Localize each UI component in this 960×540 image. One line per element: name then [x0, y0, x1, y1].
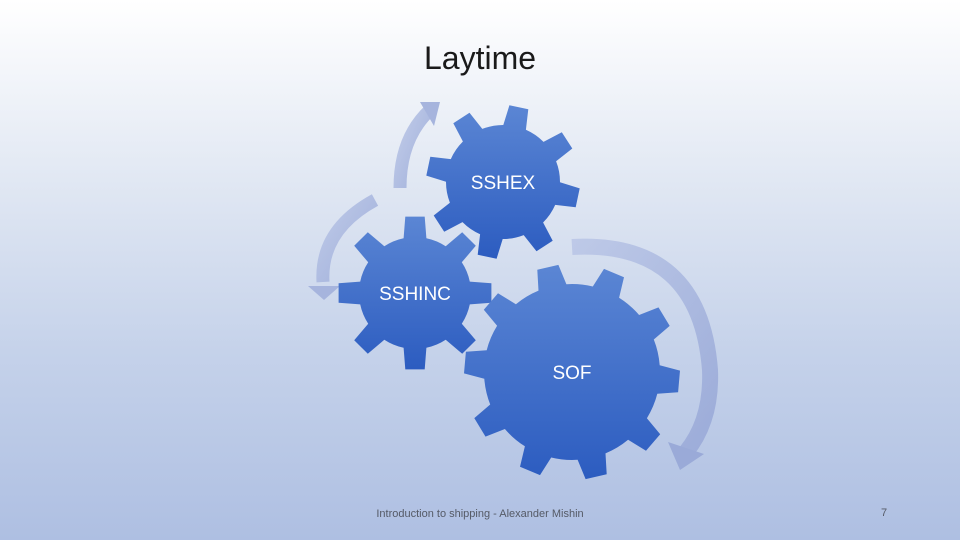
curved-arrow-icon — [393, 105, 435, 189]
arrow-head-icon — [420, 102, 440, 126]
gear-label-sshinc: SSHINC — [379, 284, 451, 305]
gear-layer — [338, 105, 680, 480]
gear-label-sof: SOF — [552, 363, 591, 384]
curved-arrow-icon — [316, 194, 379, 283]
arrow-head-icon — [668, 442, 704, 470]
gear-sshinc-icon — [338, 216, 492, 370]
curved-arrow-icon — [571, 238, 719, 458]
gear-sof-icon — [464, 264, 680, 480]
cycle-arrows — [308, 102, 719, 470]
gear-sshex-icon — [426, 105, 580, 259]
gear-label-sshex: SSHEX — [471, 173, 536, 194]
arrow-head-icon — [308, 286, 340, 300]
page-number: 7 — [880, 507, 888, 519]
slide-footer: Introduction to shipping - Alexander Mis… — [376, 508, 584, 520]
slide-title: Laytime — [423, 40, 537, 76]
